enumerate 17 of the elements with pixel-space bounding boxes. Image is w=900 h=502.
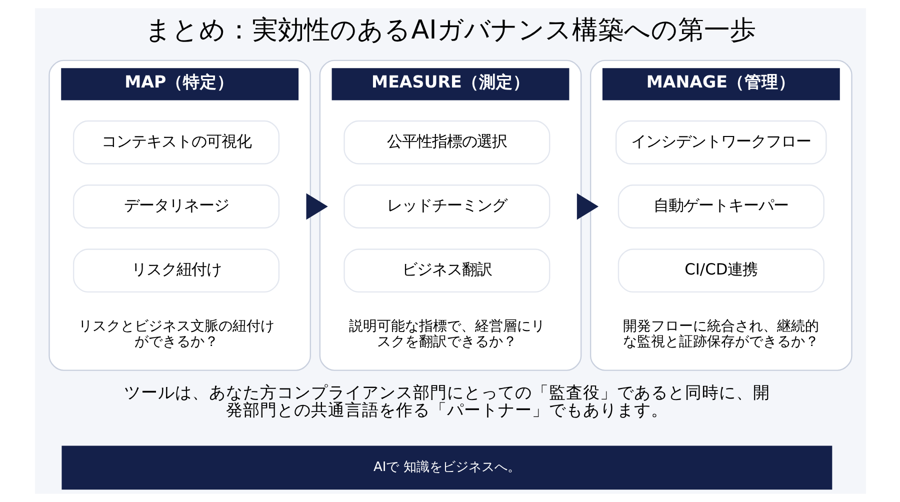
node-box: インシデントワークフロー — [615, 120, 826, 164]
node-box: コンテキストの可視化 — [72, 120, 280, 164]
node-box: 公平性指標の選択 — [343, 120, 550, 164]
node-text: リスクとビジネス文脈の紐付けができるか？ — [78, 318, 274, 350]
node-box: ビジネス翻訳 — [343, 248, 550, 293]
node-text: 開発フローに統合され、継続的な監視と証跡保存ができるか？ — [622, 318, 819, 350]
diagram-title: まとめ：実効性のあるAIガバナンス構築への第一歩 — [144, 16, 756, 46]
node-box: データリネージ — [72, 184, 280, 228]
label: AIで 知識をビジネスへ。 — [372, 460, 520, 475]
arrow — [576, 193, 598, 220]
node-box: レッドチーミング — [343, 184, 550, 228]
node-box: 自動ゲートキーパー — [617, 184, 824, 228]
arrow — [306, 193, 328, 220]
node-box: リスク紐付け — [72, 248, 280, 293]
node-text: 説明可能な指標で、経営層にリスクを翻訳できるか？ — [348, 318, 544, 350]
node-box: CI/CD連携 — [617, 248, 824, 293]
label: ツールは、あなた方コンプライアンス部門にとっての「監査役」であると同時に、開発部門との共通言語を作る「パートナー」でもあります。 — [123, 382, 770, 420]
